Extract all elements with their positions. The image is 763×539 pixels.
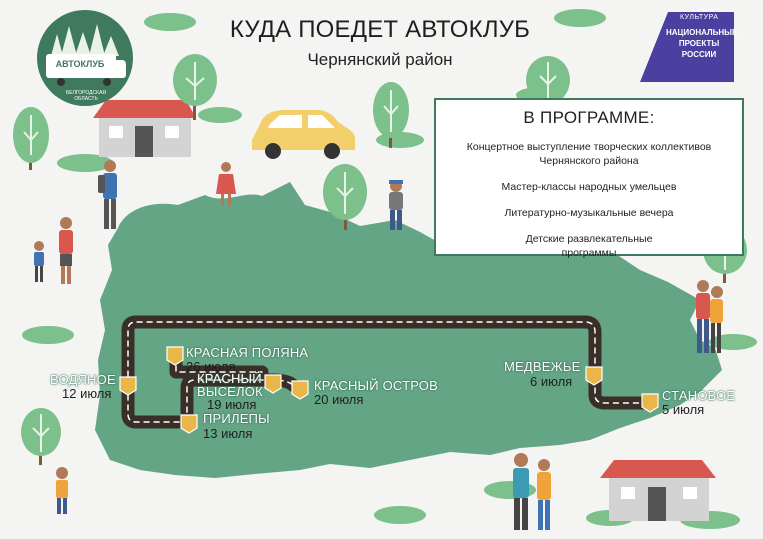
map-pin-icon[interactable] — [291, 380, 309, 400]
stop-date-krasny-vyselok: 19 июля — [207, 397, 257, 412]
map-pin-icon[interactable] — [585, 366, 603, 386]
map-pin-icon[interactable] — [166, 346, 184, 366]
people — [34, 160, 723, 530]
map-pin-icon[interactable] — [641, 393, 659, 413]
stop-date-prilepy: 13 июля — [203, 426, 253, 441]
house-icon — [600, 460, 716, 521]
truck-icon — [46, 54, 126, 78]
program-item: Литературно-музыкальные вечера — [504, 207, 674, 219]
stop-name-krasnaya-polyana: КРАСНАЯ ПОЛЯНА — [186, 345, 309, 360]
stop-name-prilepy: ПРИЛЕПЫ — [203, 411, 270, 426]
stop-name-stanovoe: СТАНОВОЕ — [662, 388, 736, 403]
program-item: Детские развлекательные программы — [525, 233, 653, 259]
logo-region: БЕЛГОРОДСКАЯ ОБЛАСТЬ — [65, 90, 107, 102]
program-title: В ПРОГРАММЕ: — [523, 108, 655, 127]
stop-date-medvezhye: 6 июля — [530, 374, 573, 389]
house-icon — [93, 100, 196, 157]
program-item: Мастер-классы народных умельцев — [501, 181, 677, 193]
badge-shape — [640, 12, 734, 82]
map-pin-icon[interactable] — [119, 376, 137, 396]
forest-icon — [51, 24, 119, 56]
program-item: Концертное выступление творческих коллек… — [466, 141, 712, 167]
page-subtitle: Чернянский район — [307, 50, 453, 69]
map-pin-icon[interactable] — [264, 374, 282, 394]
stop-name-medvezhye: МЕДВЕЖЬЕ — [504, 359, 581, 374]
district-shape — [95, 182, 722, 478]
stop-name-krasny-ostrov: КРАСНЫЙ ОСТРОВ — [314, 378, 438, 393]
badge-line2: ПРОЕКТЫ — [678, 39, 720, 48]
trees — [13, 54, 747, 465]
stop-date-vodyanoe: 12 июля — [62, 386, 112, 401]
program-panel: В ПРОГРАММЕ: Концертное выступление твор… — [434, 98, 744, 259]
badge-line1: НАЦИОНАЛЬНЫЕ — [666, 28, 738, 37]
map-pin-icon[interactable] — [180, 414, 198, 434]
logo-name: АВТОКЛУБ — [55, 59, 105, 69]
stop-name-vodyanoe: ВОДЯНОЕ — [50, 372, 116, 387]
page-title: КУДА ПОЕДЕТ АВТОКЛУБ — [229, 16, 531, 43]
stop-date-krasny-ostrov: 20 июля — [314, 392, 364, 407]
autoclub-logo: АВТОКЛУБ БЕЛГОРОДСКАЯ ОБЛАСТЬ — [37, 10, 133, 106]
stop-name-krasny-vyselok: КРАСНЫЙ ВЫСЕЛОК — [197, 371, 263, 399]
national-projects-badge: КУЛЬТУРА НАЦИОНАЛЬНЫЕ ПРОЕКТЫ РОССИИ — [640, 10, 738, 84]
badge-line3: РОССИИ — [681, 50, 717, 59]
stop-date-krasnaya-polyana: 26 июля — [186, 359, 236, 374]
badge-top: КУЛЬТУРА — [680, 14, 719, 21]
car-icon — [252, 110, 355, 159]
stop-date-stanovoe: 5 июля — [662, 402, 705, 417]
